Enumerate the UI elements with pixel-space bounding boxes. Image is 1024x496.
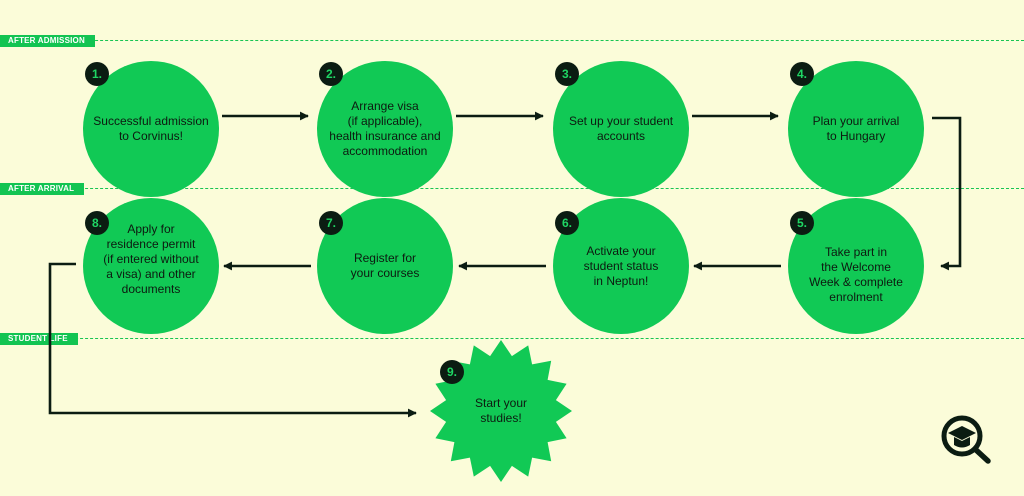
step-2-text: Arrange visa (if applicable), health ins…: [329, 99, 441, 158]
step-1: Successful admission to Corvinus!: [83, 61, 219, 197]
step-2: Arrange visa (if applicable), health ins…: [317, 61, 453, 197]
step-5-text: Take part in the Welcome Week & complete…: [809, 245, 903, 304]
starburst-shape: [430, 340, 572, 482]
step-9-text: Start your studies!: [474, 396, 528, 425]
step-6-text: Activate your student status in Neptun!: [583, 243, 659, 288]
step-5-number: 5.: [790, 211, 814, 235]
phase-label-after-arrival: AFTER ARRIVAL: [0, 183, 85, 195]
arrow-bend-right-icon: [48, 262, 417, 418]
step-2-number: 2.: [319, 62, 343, 86]
step-7-text: Register for your courses: [350, 251, 420, 280]
starburst-path: [430, 340, 572, 482]
step-1-number: 1.: [85, 62, 109, 86]
magnifier-graduation-cap-icon: [941, 415, 991, 464]
step-3-number: 3.: [555, 62, 579, 86]
arrow-bend-down-icon: [932, 116, 962, 271]
step-6-number: 6.: [555, 211, 579, 235]
step-4: Plan your arrival to Hungary: [788, 61, 924, 197]
step-8-text: Apply for residence permit (if entered w…: [103, 221, 199, 296]
step-3-text: Set up your student accounts: [568, 114, 674, 143]
phase-divider-after-arrival: [0, 188, 1024, 189]
step-7-number: 7.: [319, 211, 343, 235]
step-8-number: 8.: [85, 211, 109, 235]
phase-divider-student-life: [0, 338, 1024, 339]
step-3: Set up your student accounts: [553, 61, 689, 197]
phase-label-after-admission: AFTER ADMISSION: [0, 35, 95, 47]
step-1-text: Successful admission to Corvinus!: [93, 114, 209, 143]
step-4-text: Plan your arrival to Hungary: [812, 114, 900, 143]
phase-label-student-life: STUDENT LIFE: [0, 333, 78, 345]
step-9: Start your studies!: [428, 338, 574, 484]
step-4-number: 4.: [790, 62, 814, 86]
phase-divider-after-admission: [0, 40, 1024, 41]
step-9-number: 9.: [440, 360, 464, 384]
